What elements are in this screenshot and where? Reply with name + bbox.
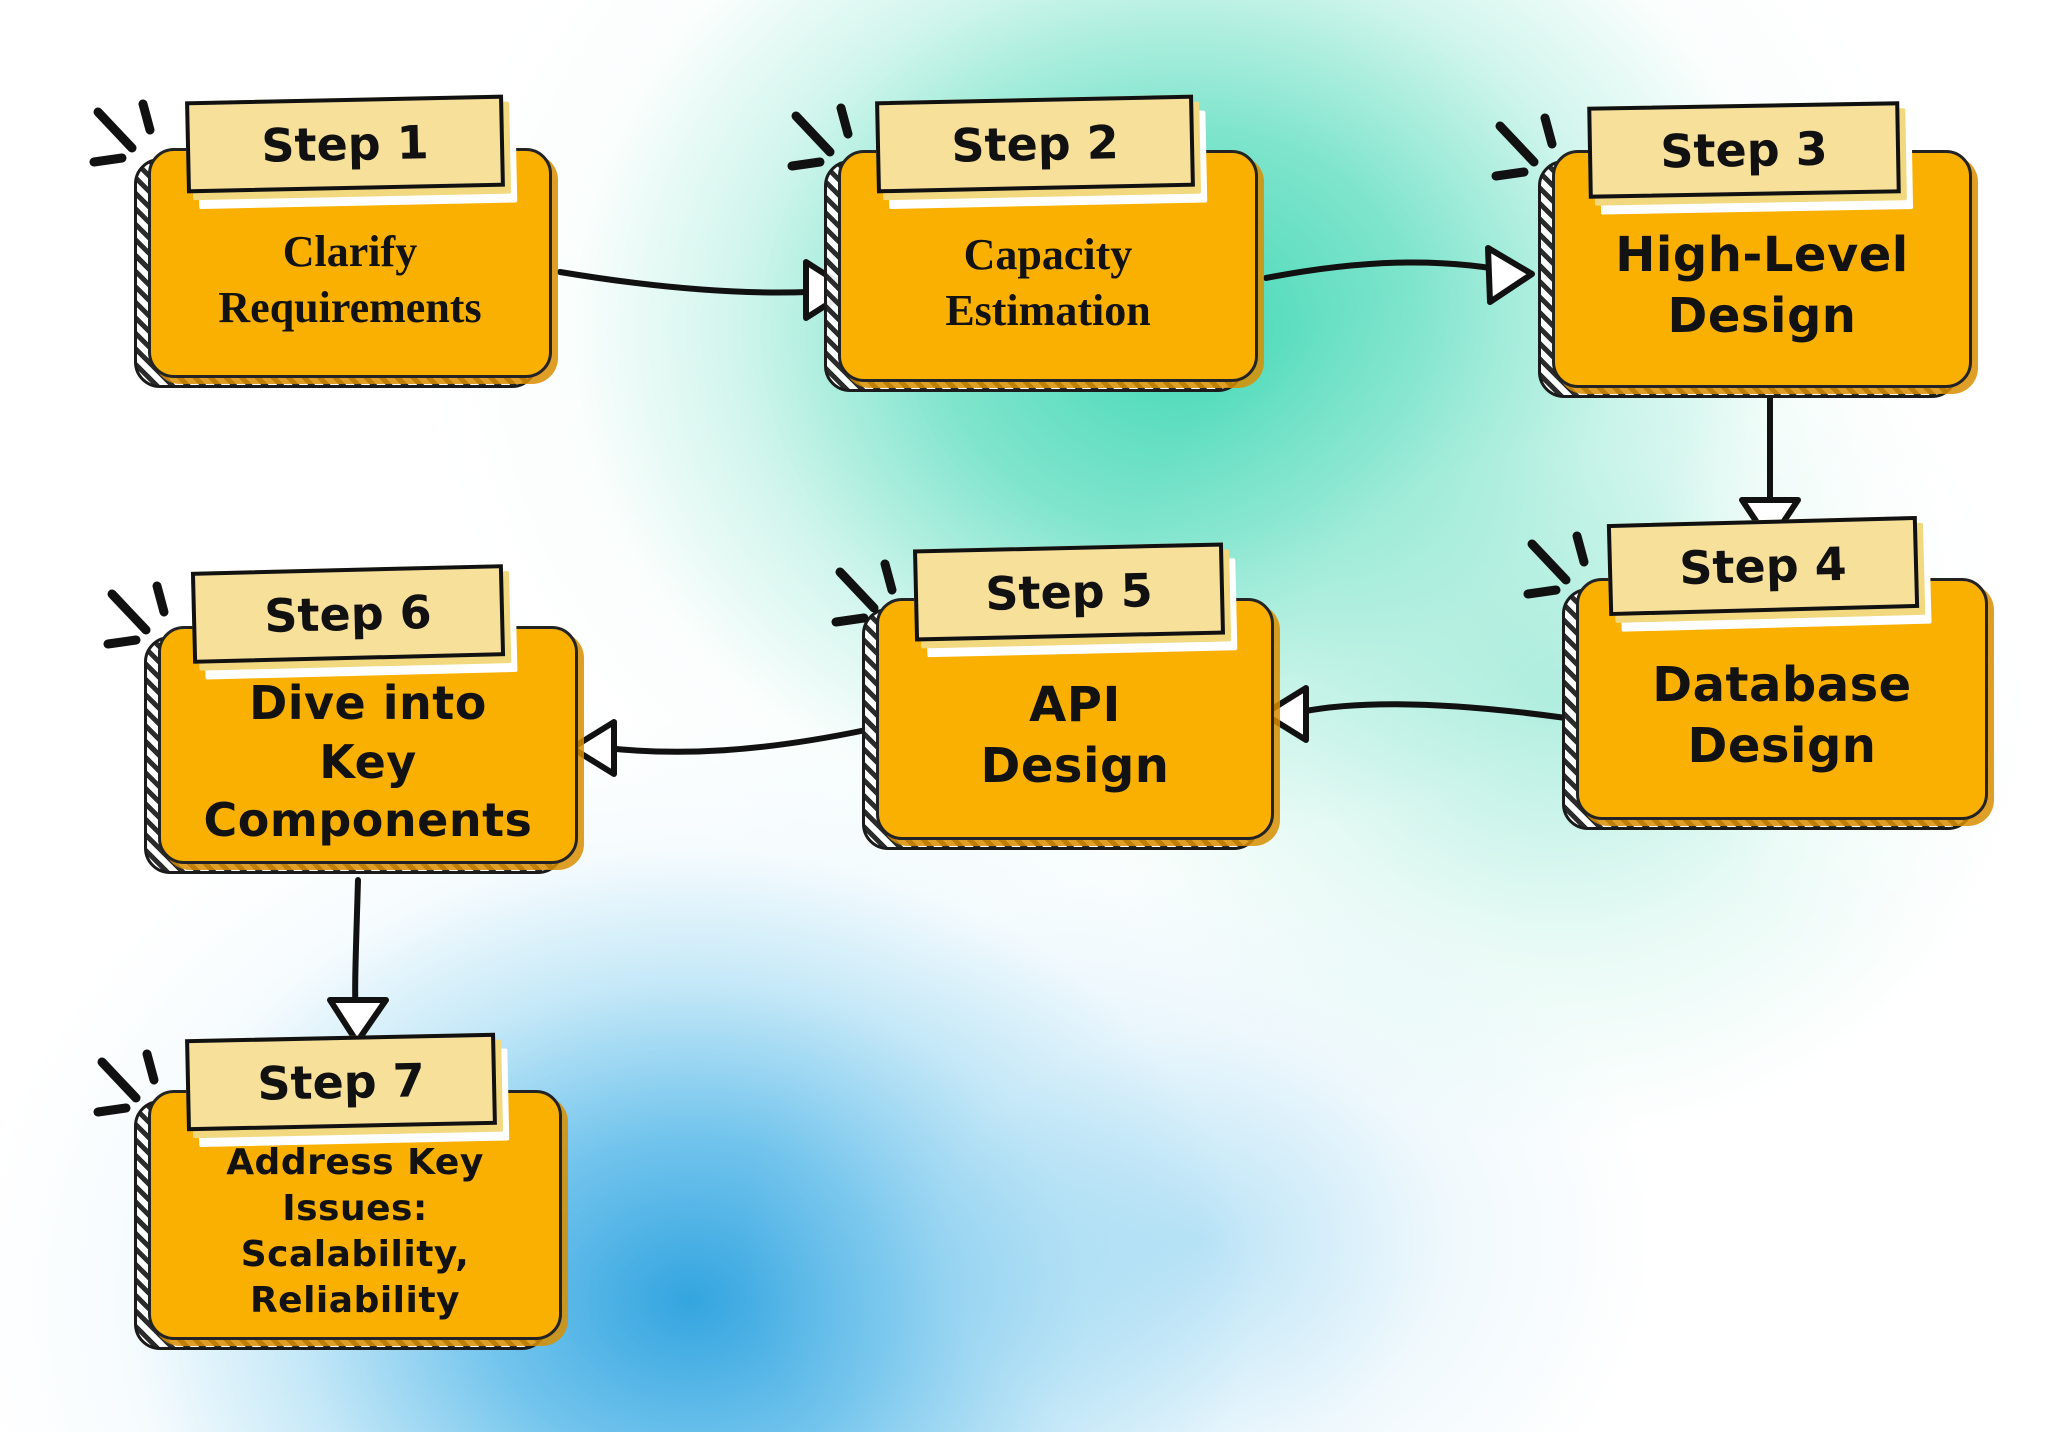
sparkle-icon [89,99,155,167]
arrowhead-step3 [1485,245,1535,305]
node-step6-tab-label: Step 6 [190,564,506,664]
node-step2-text: Capacity Estimation [945,229,1151,335]
node-step2-tab-label: Step 2 [875,94,1195,194]
arrow-step5-to-step6 [603,727,869,755]
sparkle-icon [1491,113,1557,181]
arrowhead-step5 [1261,685,1309,743]
sparkle-icon [103,581,169,649]
sparkle-icon [93,1049,159,1117]
arrowhead-step7 [327,997,389,1045]
node-step1-body: Clarify Requirements [148,148,552,378]
arrow-step2-to-step3 [1263,259,1527,281]
arrow-step1-to-step2 [557,269,845,296]
node-step1-text: Clarify Requirements [218,226,482,332]
node-step4-tab[interactable]: Step 4 [1606,515,1932,632]
node-step3-tab[interactable]: Step 3 [1587,101,1914,215]
node-step7-tab[interactable]: Step 7 [185,1032,510,1147]
node-step2-tab[interactable]: Step 2 [875,94,1208,210]
node-step5-tab-label: Step 5 [912,542,1226,642]
sparkle-icon [787,103,853,171]
sparkle-icon [1523,531,1589,599]
arrow-step4-to-step5 [1297,701,1569,721]
node-step5-tab[interactable]: Step 5 [912,542,1238,658]
node-step7-text: Address Key Issues: Scalability, Reliabi… [226,1141,484,1322]
node-step7-tab-label: Step 7 [185,1032,497,1132]
node-step4-text: Database Design [1652,656,1912,774]
sparkle-icon [831,559,897,627]
node-step3-tab-label: Step 3 [1587,101,1901,199]
node-step3-text: High-Level Design [1615,226,1909,344]
arrowhead-step6 [569,719,617,777]
node-step1-tab-label: Step 1 [185,94,505,194]
node-step5-text: API Design [980,676,1170,794]
node-step4-tab-label: Step 4 [1606,515,1920,617]
node-step6-tab[interactable]: Step 6 [190,564,518,680]
node-step1-tab[interactable]: Step 1 [185,94,518,210]
node-step6-text: Dive into Key Components [203,675,533,848]
node-step6-body: Dive into Key Components [158,626,578,864]
